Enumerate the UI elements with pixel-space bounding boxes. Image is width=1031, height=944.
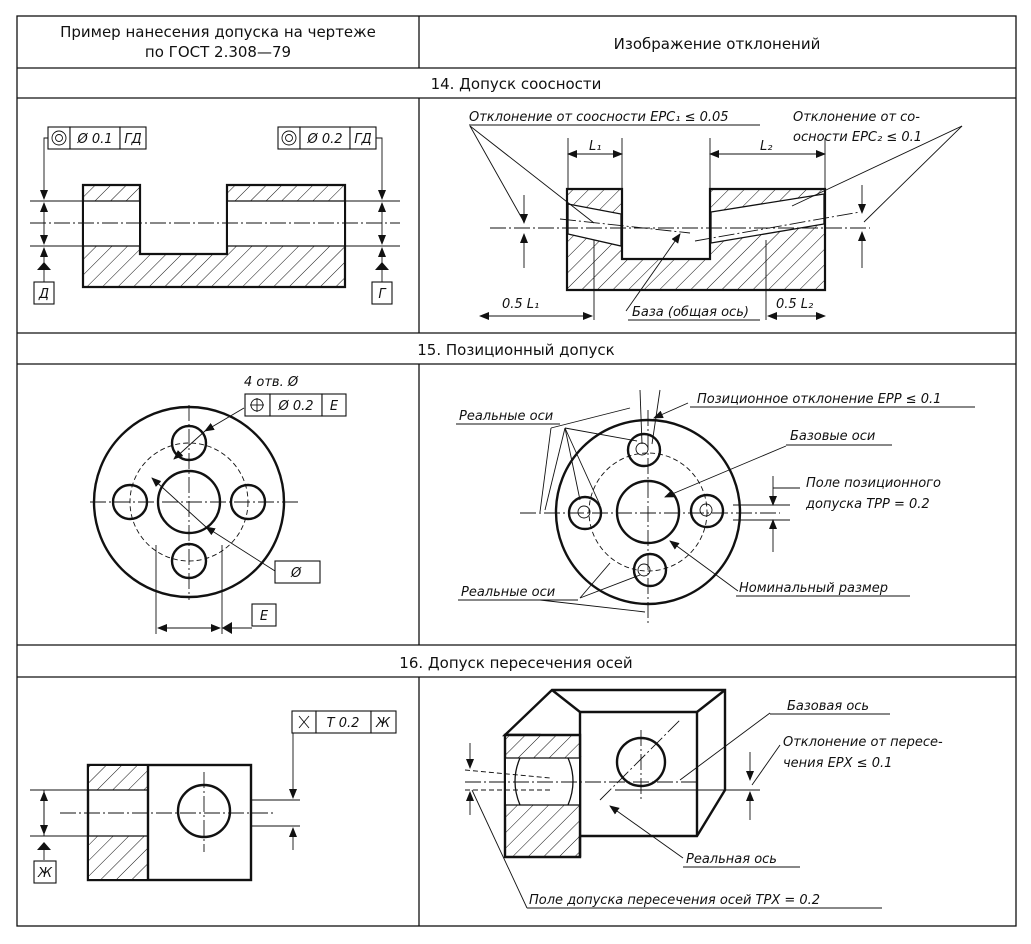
intersection-drawing — [30, 722, 300, 882]
real-axes-top: Реальные оси — [459, 409, 553, 424]
datum-d: Д — [38, 287, 49, 302]
label-l2: L₂ — [760, 139, 772, 154]
dev1-text: Отклонение от соосности EPC₁ ≤ 0.05 — [469, 110, 729, 125]
dia-box — [274, 560, 321, 584]
pos-frame-base: Е — [330, 399, 339, 414]
header-left-line1: Пример нанесения допуска на чертеже — [60, 23, 376, 41]
header-left-line2: по ГОСТ 2.308—79 — [145, 43, 291, 61]
nominal-size-text: Номинальный размер — [739, 581, 888, 596]
coaxiality-drawing — [30, 137, 400, 289]
pos-deviation-text: Позиционное отклонение EPP ≤ 0.1 — [697, 392, 941, 407]
section-16-title: 16. Допуск пересечения осей — [399, 654, 632, 672]
int-frame-base: Ж — [375, 716, 391, 731]
dev2-text-1: Отклонение от со- — [793, 110, 920, 125]
base-axis-text: Базовая ось — [787, 699, 869, 714]
pos-frame-value: Ø 0.2 — [277, 399, 313, 414]
table-grid — [16, 15, 1017, 927]
label-base-axis: База (общая ось) — [632, 305, 749, 320]
int-dev-text-2: чения EPX ≤ 0.1 — [783, 756, 892, 771]
frame1-base: ГД — [124, 132, 141, 147]
dia-label: Ø — [290, 566, 302, 581]
position-frame: Ø 0.2 Е — [244, 393, 347, 417]
section-14-title: 14. Допуск соосности — [431, 75, 602, 93]
int-dev-text-1: Отклонение от пересе- — [783, 735, 943, 750]
intersection-frame: T 0.2 Ж — [291, 710, 397, 734]
frame2-base: ГД — [354, 132, 371, 147]
base-axes-text: Базовые оси — [790, 429, 875, 444]
real-axis-text: Реальная ось — [686, 852, 777, 867]
frame1-value: Ø 0.1 — [76, 132, 112, 147]
tolerance-frame-1: Ø 0.1 ГД — [47, 126, 147, 150]
label-l1: L₁ — [589, 139, 601, 154]
position-drawing — [90, 395, 300, 634]
tolerance-frame-2: Ø 0.2 ГД — [277, 126, 377, 150]
frame2-value: Ø 0.2 — [306, 132, 342, 147]
intersection-deviation-drawing — [464, 688, 781, 909]
position-deviation-drawing — [520, 389, 800, 625]
dev2-text-2: осности EPC₂ ≤ 0.1 — [793, 130, 922, 145]
datum-e: Е — [260, 609, 269, 624]
holes-label: 4 отв. Ø — [244, 375, 299, 390]
int-field-text: Поле допуска пересечения осей TPX = 0.2 — [529, 893, 820, 908]
datum-zh: Ж — [37, 866, 53, 881]
real-axes-bottom: Реальные оси — [461, 585, 555, 600]
coaxiality-deviation-drawing — [469, 125, 963, 320]
label-half-l2: 0.5 L₂ — [776, 297, 813, 312]
section-15-title: 15. Позиционный допуск — [417, 341, 614, 359]
label-half-l1: 0.5 L₁ — [502, 297, 539, 312]
datum-g: Г — [378, 287, 387, 302]
int-frame-value: T 0.2 — [327, 716, 360, 731]
field-text-1: Поле позиционного — [806, 476, 941, 491]
field-text-2: допуска TPP = 0.2 — [805, 497, 930, 512]
header-right: Изображение отклонений — [614, 35, 821, 53]
